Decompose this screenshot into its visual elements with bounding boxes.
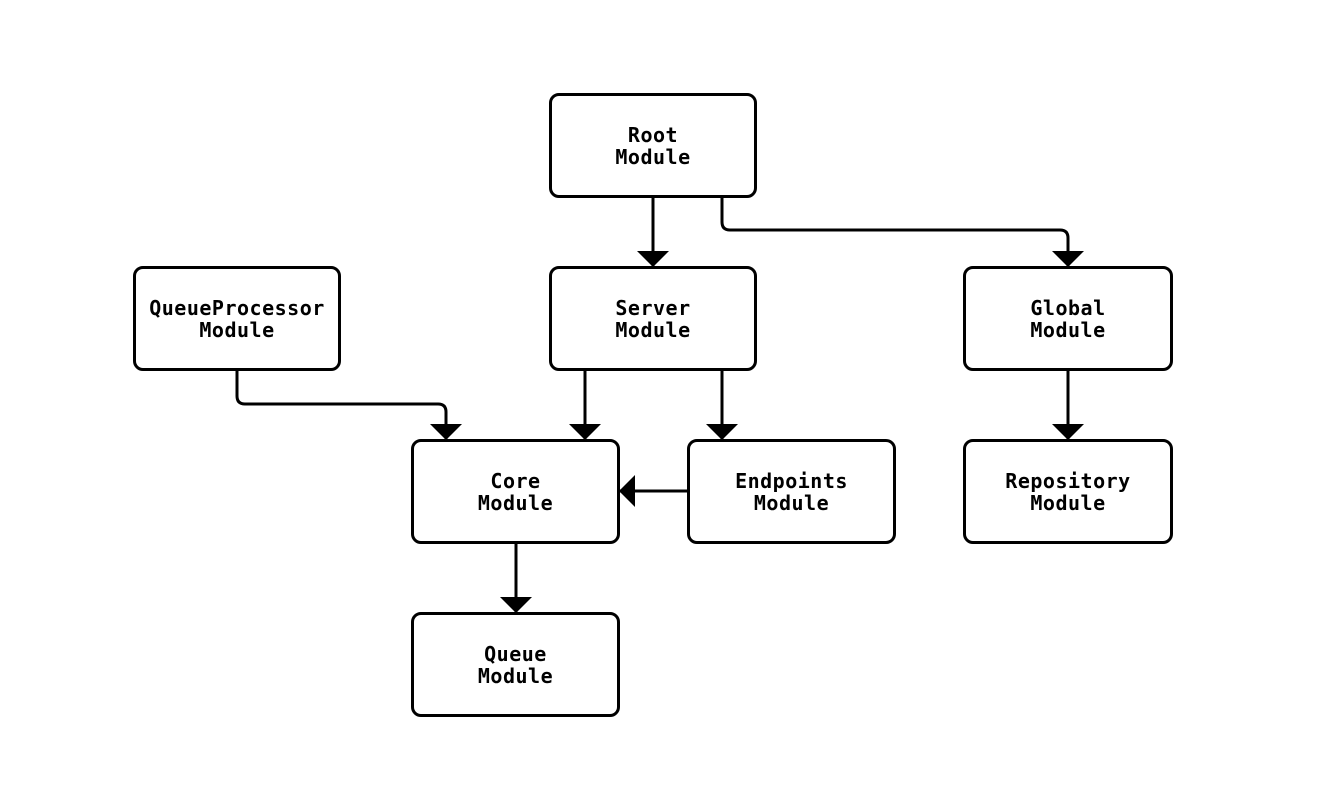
node-root-module-label-line-2: Module (615, 144, 691, 169)
node-endpoints-module-label-line-1: Endpoints (735, 468, 848, 493)
node-repository-module-label-line-2: Module (1030, 490, 1106, 515)
node-queue-module-label-line-1: Queue (484, 641, 547, 666)
edge-queueprocessor-to-core (235, 371, 462, 440)
node-global-module-label-line-1: Global (1030, 295, 1106, 320)
node-repository-module-label-line-1: Repository (1005, 468, 1131, 493)
node-core-module-label-line-2: Module (477, 490, 554, 515)
node-queue-module-label-line-2: Module (477, 663, 554, 688)
node-root-module-label-line-1: Root (627, 122, 679, 147)
node-endpoints-module-label-line-2: Module (753, 490, 830, 515)
node-queueprocessor-module-label-line-1: QueueProcessor (149, 295, 325, 320)
node-queueprocessor-module-label-line-2: Module (199, 317, 275, 342)
node-global-module-label-line-2: Module (1030, 317, 1106, 342)
node-server-module-label-line-2: Module (615, 317, 691, 342)
edge-root-to-global (720, 198, 1084, 267)
node-server-module-label-line-1: Server (615, 295, 691, 320)
node-core-module-label-line-1: Core (490, 468, 541, 493)
